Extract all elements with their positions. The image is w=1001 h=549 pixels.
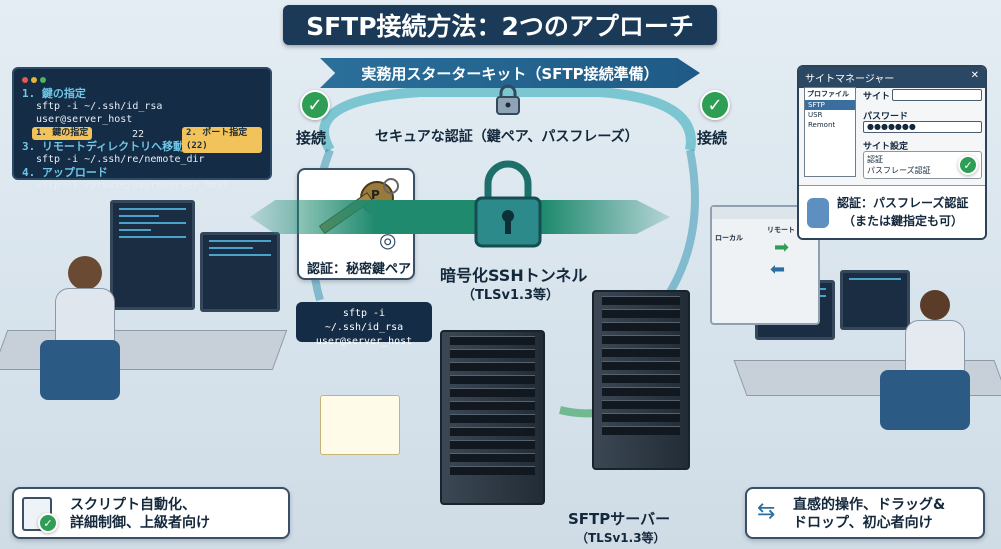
cli-summary-line1: スクリプト自動化、 — [70, 497, 196, 513]
cli-summary-callout: ✓ スクリプト自動化、 詳細制御、上級者向け — [12, 487, 290, 539]
right-monitor-2 — [840, 270, 910, 330]
auth-label: 認証 — [867, 155, 883, 164]
profile-item[interactable]: USR — [808, 111, 823, 119]
site-manager-dialog: サイトマネージャー ✕ プロファイル SFTP USR Remont サイト パス… — [797, 65, 987, 240]
terminal-window: 1. 鍵の指定 sftp -i ~/.ssh/id_rsa user@serve… — [12, 67, 272, 191]
site-label: サイト — [863, 92, 891, 102]
tunnel-sublabel: （TLSv1.3等） — [462, 288, 560, 303]
auth-note-line1: 認証：パスフレーズ認証 — [837, 196, 969, 210]
profile-item[interactable]: Remont — [808, 121, 836, 129]
right-monitor — [200, 232, 280, 312]
office-chair — [880, 370, 970, 430]
file-transfer-client: ローカル リモート ➡ ⬅ — [710, 205, 820, 325]
fingerprint-icon: ◎ — [379, 228, 397, 252]
download-arrow-icon: ⬅ — [770, 259, 786, 280]
gui-summary-callout: ⇆ 直感的操作、ドラッグ& ドロップ、初心者向け — [745, 487, 985, 539]
server-rack — [592, 290, 690, 470]
ssh-tunnel — [250, 200, 670, 234]
upload-arrow-icon: ➡ — [774, 237, 790, 258]
dialog-title: サイトマネージャー — [805, 74, 895, 85]
terminal-command: sftp -i ~/.ssh/id_rsa user@server_host — [36, 101, 163, 125]
terminal-step: 4. アップロード — [22, 166, 108, 179]
certificate-icon — [320, 395, 400, 455]
starter-kit-banner: 実務用スターターキット（SFTP接続準備） — [320, 58, 700, 88]
auth-settings-box: 認証 パスフレーズ認証 ✓ — [863, 151, 982, 179]
user-right-head — [920, 290, 950, 320]
lock-icon — [496, 84, 520, 115]
key-letter: P — [371, 188, 380, 202]
terminal-command: sftp -i ~/.ssh/re/nemote_dir — [36, 154, 205, 165]
local-pane-label: ローカル — [715, 234, 743, 242]
key-callout-label: 認証：秘密鍵ペア — [307, 262, 412, 277]
site-input[interactable] — [892, 89, 982, 101]
auth-note-line2: （または鍵指定も可） — [843, 214, 964, 228]
port-tag: 2. ポート指定 (22) — [182, 127, 262, 153]
secure-auth-label: セキュアな認証（鍵ペア、パスフレーズ） — [375, 129, 639, 145]
settings-label: サイト設定 — [863, 142, 909, 152]
profile-header: プロファイル — [807, 90, 849, 98]
port-value: 22 — [132, 129, 145, 140]
gui-summary-line2: ドロップ、初心者向け — [793, 515, 933, 531]
tunnel-label: 暗号化SSHトンネル — [440, 266, 588, 285]
remote-pane-label: リモート — [767, 226, 795, 234]
page-title: SFTP接続方法：2つのアプローチ — [283, 5, 717, 45]
window-controls — [22, 74, 262, 87]
password-label: パスワード — [863, 112, 909, 122]
connect-label-right: 接続 — [697, 129, 728, 147]
drag-drop-icon: ⇆ — [757, 499, 776, 524]
close-button[interactable]: ✕ — [970, 70, 979, 81]
server-sublabel: （TLSv1.3等） — [576, 531, 666, 545]
office-chair — [40, 340, 120, 400]
command-line: user@server_host — [315, 336, 413, 347]
server-label: SFTPサーバー — [568, 510, 671, 528]
terminal-step: 1. 鍵の指定 — [22, 87, 86, 100]
tunnel-lock-icon — [474, 160, 542, 248]
password-input[interactable]: ●●●●●●● — [863, 121, 982, 133]
gui-summary-line1: 直感的操作、ドラッグ& — [793, 497, 946, 513]
check-icon: ✓ — [38, 513, 58, 533]
terminal-command: sftp -i /prvate/user@server_host — [36, 180, 229, 191]
cli-summary-line2: 詳細制御、上級者向け — [70, 515, 210, 531]
check-icon: ✓ — [700, 90, 730, 120]
profile-item[interactable]: SFTP — [805, 100, 855, 110]
check-icon: ✓ — [300, 90, 330, 120]
phone-icon — [807, 198, 829, 228]
key-tag: 1. 鍵の指定 — [32, 127, 93, 140]
server-rack — [440, 330, 545, 505]
user-left-head — [68, 256, 102, 290]
connect-label-left: 接続 — [296, 129, 327, 147]
terminal-step: 3. リモートディレクトリへ移動 — [22, 140, 185, 153]
left-monitor — [110, 200, 195, 310]
profile-list: プロファイル SFTP USR Remont — [804, 87, 856, 177]
auth-note: 認証：パスフレーズ認証 （または鍵指定も可） — [799, 185, 985, 238]
check-icon: ✓ — [958, 155, 978, 175]
command-callout: sftp -i ~/.ssh/id_rsa user@server_host — [296, 302, 432, 347]
auth-value: パスフレーズ認証 — [867, 166, 931, 175]
command-line: sftp -i ~/.ssh/id_rsa — [324, 308, 404, 333]
